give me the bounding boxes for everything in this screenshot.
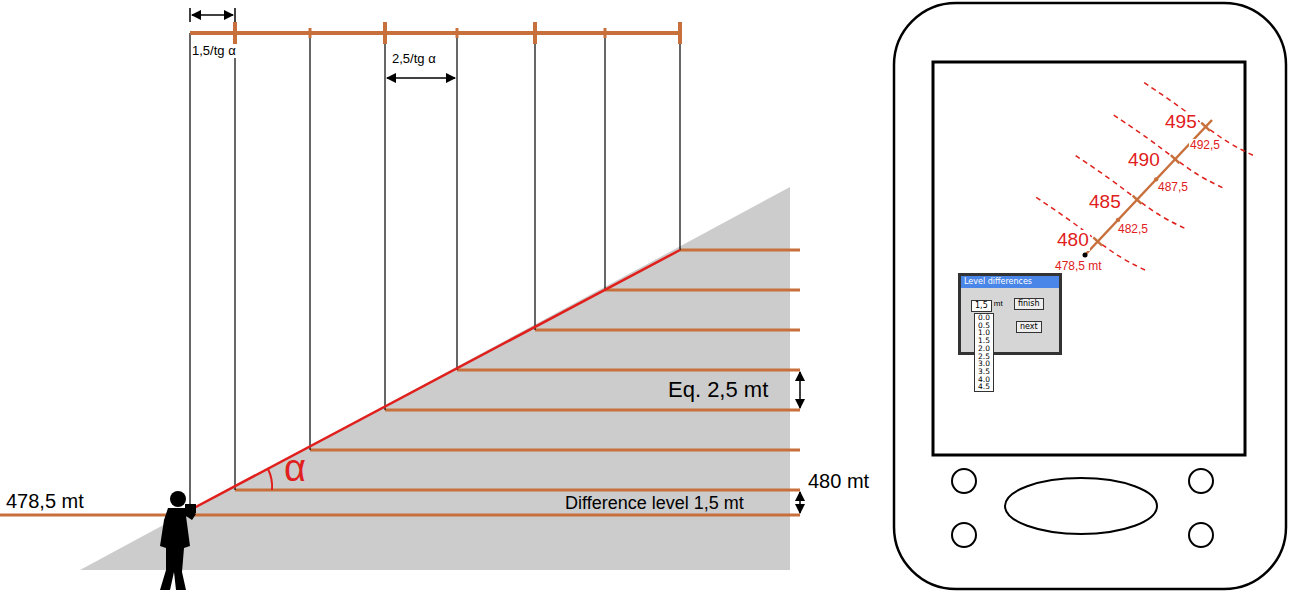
contour-value: 492,5 [1189, 139, 1221, 152]
field-text: 1,5 [975, 301, 988, 311]
level-label: 480 mt [808, 470, 869, 492]
list-option: 3.0 [978, 360, 990, 368]
contour-value: 495 [1164, 112, 1198, 133]
major-tick [1093, 237, 1102, 245]
pda-device [894, 3, 1286, 589]
value-input: 1,5 [971, 300, 992, 312]
surveyor-figure [160, 491, 196, 590]
dimension-label: 2,5/tg α [391, 52, 437, 66]
difference-label: Difference level 1,5 mt [565, 494, 744, 514]
contour-value: 480 [1056, 230, 1090, 251]
list-option: 0.0 [978, 314, 990, 322]
dropdown-list: 0.00.51.01.52.02.53.03.54.04.5 [974, 313, 994, 392]
major-tick [1133, 196, 1142, 204]
major-tick [1171, 155, 1180, 163]
major-tick [1201, 123, 1210, 131]
slope-ground [80, 187, 790, 570]
next-button: next [1016, 321, 1042, 333]
dialog-title: Level differences [961, 276, 1059, 288]
list-option: 1.0 [978, 329, 990, 337]
dimension-arrows [190, 8, 800, 513]
contour-value: 487,5 [1157, 181, 1189, 194]
field-text: finish [1018, 299, 1040, 309]
scale-bar [190, 22, 680, 44]
unit-label: mt [994, 300, 1003, 309]
contour-value: 490 [1127, 150, 1161, 171]
contour-map [1036, 83, 1254, 271]
start-point [1083, 253, 1088, 258]
angle-arc [268, 469, 272, 490]
list-option: 2.5 [978, 353, 990, 361]
list-option: 4.5 [978, 383, 990, 391]
equidistance-label: Eq. 2,5 mt [668, 378, 768, 402]
dialog-window: Level differences 1,5 finish next 0.00.51.01… [958, 273, 1062, 355]
list-option: 1.5 [978, 337, 990, 345]
list-option: 3.5 [978, 368, 990, 376]
field-text: next [1020, 322, 1038, 332]
contour-value: 485 [1088, 192, 1122, 213]
contour-line [1144, 83, 1254, 156]
level-label: 478,5 mt [6, 490, 84, 512]
level-lines [0, 250, 800, 515]
angle-label: α [284, 448, 306, 490]
finish-button: finish [1014, 298, 1044, 310]
list-option: 2.0 [978, 345, 990, 353]
list-option: 0.5 [978, 322, 990, 330]
point-label: 478,5 mt [1054, 260, 1103, 273]
dimension-label: 1,5/tg α [191, 44, 237, 58]
minor-tick [1116, 218, 1120, 222]
list-option: 4.0 [978, 376, 990, 384]
projection-lines [190, 33, 680, 508]
contour-value: 482,5 [1117, 223, 1149, 236]
sight-line [190, 250, 680, 510]
